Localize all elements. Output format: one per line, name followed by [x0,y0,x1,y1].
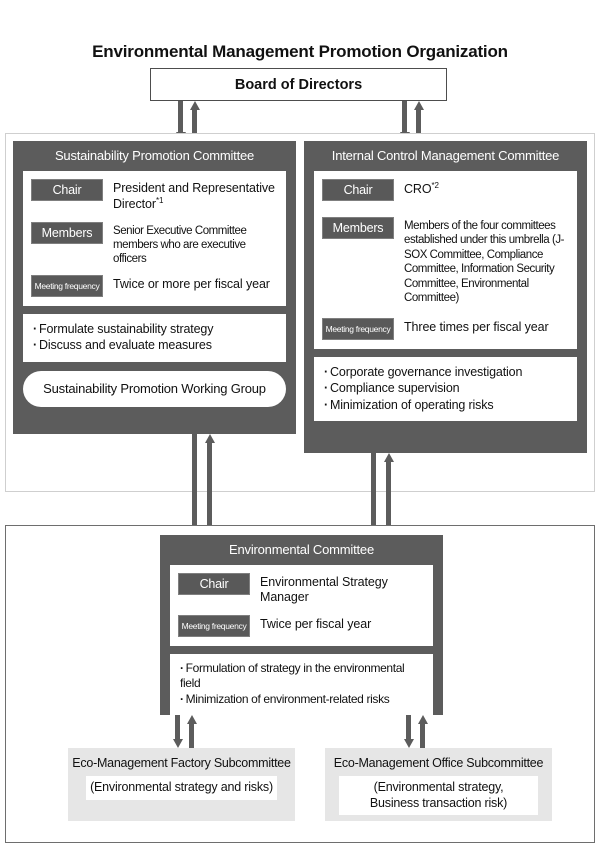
list-item: Minimization of operating risks [324,397,569,414]
list-item: Corporate governance investigation [324,364,569,381]
sustainability-members-value: Senior Executive Committee members who a… [113,224,247,265]
arrow-environmental-to-factory-down [172,715,183,748]
list-item: Formulation of strategy in the environme… [180,661,425,693]
arrow-environmental-to-internal-control-up [383,453,394,535]
board-of-directors-label: Board of Directors [234,76,363,93]
environmental-meeting-value: Twice per fiscal year [260,616,372,631]
internal-control-management-committee: Internal Control Management Committee Ch… [304,141,587,453]
members-badge: Members [322,217,394,239]
meeting-frequency-badge: Meeting frequency [31,274,103,297]
meeting-frequency-badge: Meeting frequency [322,317,394,340]
environmental-chair-row: Chair Environmental Strategy Manager [178,573,425,606]
internal-control-chair-text: CRO [404,182,432,197]
internal-control-members-value: Members of the four committees establish… [404,220,565,305]
arrow-environmental-to-sustainability-up [204,434,215,535]
environmental-bullets: Formulation of strategy in the environme… [170,653,433,716]
page-title: Environmental Management Promotion Organ… [92,42,508,61]
arrow-sustainability-to-board-up [189,101,200,141]
office-subcommittee-body: (Environmental strategy, Business transa… [339,776,538,815]
chair-badge: Chair [178,573,250,595]
sustainability-meeting-value: Twice or more per fiscal year [113,276,270,291]
environmental-info-card: Chair Environmental Strategy Manager Mee… [170,565,433,646]
environmental-chair-value: Environmental Strategy Manager [260,575,388,605]
sustainability-chair-value: President and Representative Director*1 [113,179,278,213]
board-of-directors-box: Board of Directors [150,68,447,101]
list-item: Compliance supervision [324,380,569,397]
internal-control-chair-row: Chair CRO*2 [322,179,569,201]
sustainability-meeting-row: Meeting frequency Twice or more per fisc… [31,274,278,297]
arrow-internal-control-to-board-up [413,101,424,141]
eco-management-office-subcommittee: Eco-Management Office Subcommittee (Envi… [325,748,552,821]
list-item: Formulate sustainability strategy [33,321,278,338]
arrow-factory-to-environmental-up [186,715,197,748]
sustainability-working-group: Sustainability Promotion Working Group [23,370,286,407]
sustainability-bullets: Formulate sustainability strategy Discus… [23,313,286,362]
internal-control-chair-value: CRO*2 [404,179,439,197]
factory-subcommittee-title: Eco-Management Factory Subcommittee [72,756,291,770]
footnote-marker-1: *1 [155,196,164,206]
sustainability-chair-text: President and Representative Director [113,181,275,212]
sustainability-chair-row: Chair President and Representative Direc… [31,179,278,213]
arrow-office-to-environmental-up [417,715,428,748]
members-badge: Members [31,221,103,244]
chair-badge: Chair [31,179,103,201]
internal-control-meeting-value: Three times per fiscal year [404,319,549,334]
environmental-committee-title: Environmental Committee [229,542,374,557]
sustainability-info-card: Chair President and Representative Direc… [23,171,286,306]
environmental-meeting-row: Meeting frequency Twice per fiscal year [178,614,425,637]
list-item: Minimization of environment-related risk… [180,692,425,708]
list-item: Discuss and evaluate measures [33,337,278,354]
sustainability-promotion-committee: Sustainability Promotion Committee Chair… [13,141,296,434]
factory-subcommittee-body: (Environmental strategy and risks) [86,776,277,800]
arrow-environmental-to-office-down [403,715,414,748]
environmental-committee: Environmental Committee Chair Environmen… [160,535,443,716]
internal-control-meeting-row: Meeting frequency Three times per fiscal… [322,317,569,340]
arrow-internal-control-to-environmental-down [368,453,379,535]
internal-control-bullets: Corporate governance investigation Compl… [314,356,577,422]
eco-management-factory-subcommittee: Eco-Management Factory Subcommittee (Env… [68,748,295,821]
internal-control-members-row: Members Members of the four committees e… [322,217,569,306]
footnote-marker-2: *2 [431,181,439,190]
chair-badge: Chair [322,179,394,201]
sustainability-committee-title: Sustainability Promotion Committee [54,148,255,163]
sustainability-members-row: Members Senior Executive Committee membe… [31,221,278,266]
internal-control-info-card: Chair CRO*2 Members Members of the four … [314,171,577,349]
arrow-sustainability-to-environmental-down [189,434,200,535]
office-subcommittee-title: Eco-Management Office Subcommittee [333,756,544,770]
internal-control-committee-title: Internal Control Management Committee [331,148,560,163]
meeting-frequency-badge: Meeting frequency [178,614,250,637]
